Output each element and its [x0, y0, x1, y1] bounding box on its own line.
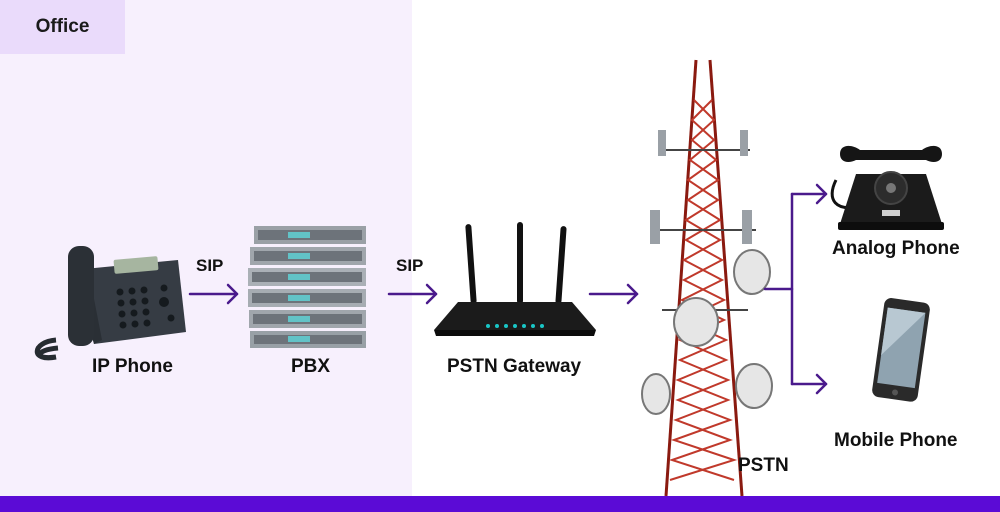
bottom-accent-bar [0, 496, 1000, 512]
pstn-label: PSTN [738, 455, 789, 476]
mobile-phone-icon [872, 298, 930, 402]
analog-phone-icon [830, 145, 944, 230]
sip-link-label-phone-pbx: SIP [196, 256, 224, 275]
arrow-phone-to-pbx [188, 283, 239, 305]
office-zone-label: Office [0, 0, 125, 54]
ip-phone-label: IP Phone [92, 356, 173, 377]
sip-link-label-pbx-gateway: SIP [396, 256, 424, 275]
cell-tower-icon [641, 59, 773, 497]
gateway-label: PSTN Gateway [447, 356, 582, 377]
arrow-pstn-to-phones [763, 183, 828, 395]
arrow-gateway-to-pstn [588, 283, 639, 305]
pbx-label: PBX [291, 356, 331, 377]
ip-phone-icon [34, 246, 186, 361]
arrow-pbx-to-gateway [387, 283, 438, 305]
mobile-phone-label: Mobile Phone [834, 430, 958, 451]
pbx-server-icon [248, 226, 366, 348]
analog-phone-label: Analog Phone [832, 238, 960, 259]
gateway-router-icon [434, 222, 596, 336]
